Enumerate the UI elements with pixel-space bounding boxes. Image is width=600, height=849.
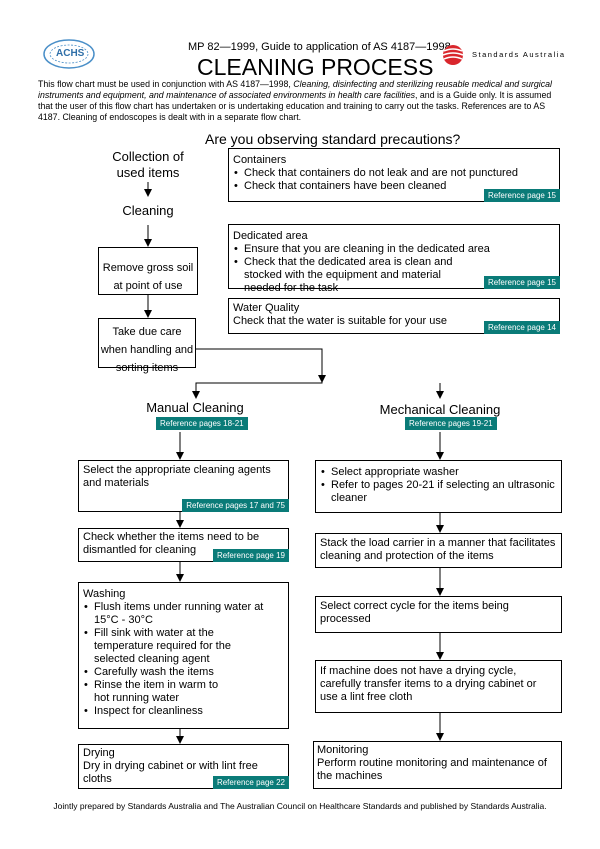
mechanical-cleaning-heading: Mechanical Cleaning bbox=[379, 402, 501, 417]
due-care-box: Take due care when handling and sorting … bbox=[98, 318, 196, 374]
footer-credit: Jointly prepared by Standards Australia … bbox=[53, 801, 547, 811]
monitoring-box: Monitoring Perform routine monitoring an… bbox=[313, 741, 562, 789]
page-title: CLEANING PROCESS bbox=[197, 54, 434, 80]
dedicated-area-item: Ensure that you are cleaning in the dedi… bbox=[233, 243, 555, 256]
cleaning-agents-box: Select the appropriate cleaning agents a… bbox=[78, 460, 289, 512]
dedicated-area-box: Dedicated area Ensure that you are clean… bbox=[228, 224, 560, 294]
document-subtitle: MP 82—1999, Guide to application of AS 4… bbox=[188, 41, 451, 53]
reference-badge: Reference pages 19-21 bbox=[405, 417, 497, 430]
standards-australia-logo: Standards Australia bbox=[440, 42, 580, 68]
manual-drying-box: Drying Dry in drying cabinet or with lin… bbox=[78, 744, 289, 789]
washer-item: Select appropriate washer bbox=[320, 466, 557, 479]
reference-badge: Reference page 22 bbox=[212, 776, 289, 789]
containers-item: Check that containers do not leak and ar… bbox=[233, 167, 555, 180]
collection-step: Collection of used items bbox=[112, 149, 184, 180]
select-cycle-box: Select correct cycle for the items being… bbox=[315, 596, 562, 633]
dedicated-area-item: Check that the dedicated area is clean a… bbox=[233, 256, 555, 295]
washer-item: Refer to pages 20-21 if selecting an ult… bbox=[320, 479, 557, 505]
washing-step: Rinse the item in warm to hot running wa… bbox=[83, 679, 274, 705]
remove-soil-box: Remove gross soil at point of use bbox=[98, 247, 198, 295]
water-quality-box: Water Quality Check that the water is su… bbox=[228, 298, 560, 334]
washing-step: Fill sink with water at the temperature … bbox=[83, 627, 274, 666]
reference-badge: Reference page 15 bbox=[483, 189, 560, 202]
washing-box: Washing Flush items under running water … bbox=[78, 582, 289, 729]
containers-item: Check that containers have been cleaned bbox=[233, 180, 555, 193]
washing-step: Carefully wash the items bbox=[83, 666, 274, 679]
mechanical-drying-box: If machine does not have a drying cycle,… bbox=[315, 660, 562, 713]
manual-cleaning-heading: Manual Cleaning bbox=[146, 400, 244, 415]
reference-badge: Reference page 15 bbox=[483, 276, 560, 289]
reference-badge: Reference pages 18-21 bbox=[156, 417, 248, 430]
standard-precautions-question: Are you observing standard precautions? bbox=[205, 131, 461, 147]
reference-badge: Reference page 19 bbox=[212, 549, 289, 562]
washing-step: Flush items under running water at 15°C … bbox=[83, 601, 274, 627]
reference-badge: Reference pages 17 and 75 bbox=[182, 499, 289, 512]
reference-badge: Reference page 14 bbox=[483, 321, 560, 334]
stack-load-box: Stack the load carrier in a manner that … bbox=[315, 533, 562, 568]
sa-emblem-icon bbox=[442, 45, 464, 65]
dismantle-box: Check whether the items need to be disma… bbox=[78, 528, 289, 562]
intro-text: This flow chart must be used in conjunct… bbox=[38, 79, 552, 122]
cleaning-step: Cleaning bbox=[122, 203, 174, 218]
washer-selection-box: Select appropriate washer Refer to pages… bbox=[315, 460, 562, 513]
containers-box: Containers Check that containers do not … bbox=[228, 148, 560, 202]
achs-logo: ACHS bbox=[42, 38, 96, 70]
washing-step: Inspect for cleanliness bbox=[83, 705, 274, 718]
